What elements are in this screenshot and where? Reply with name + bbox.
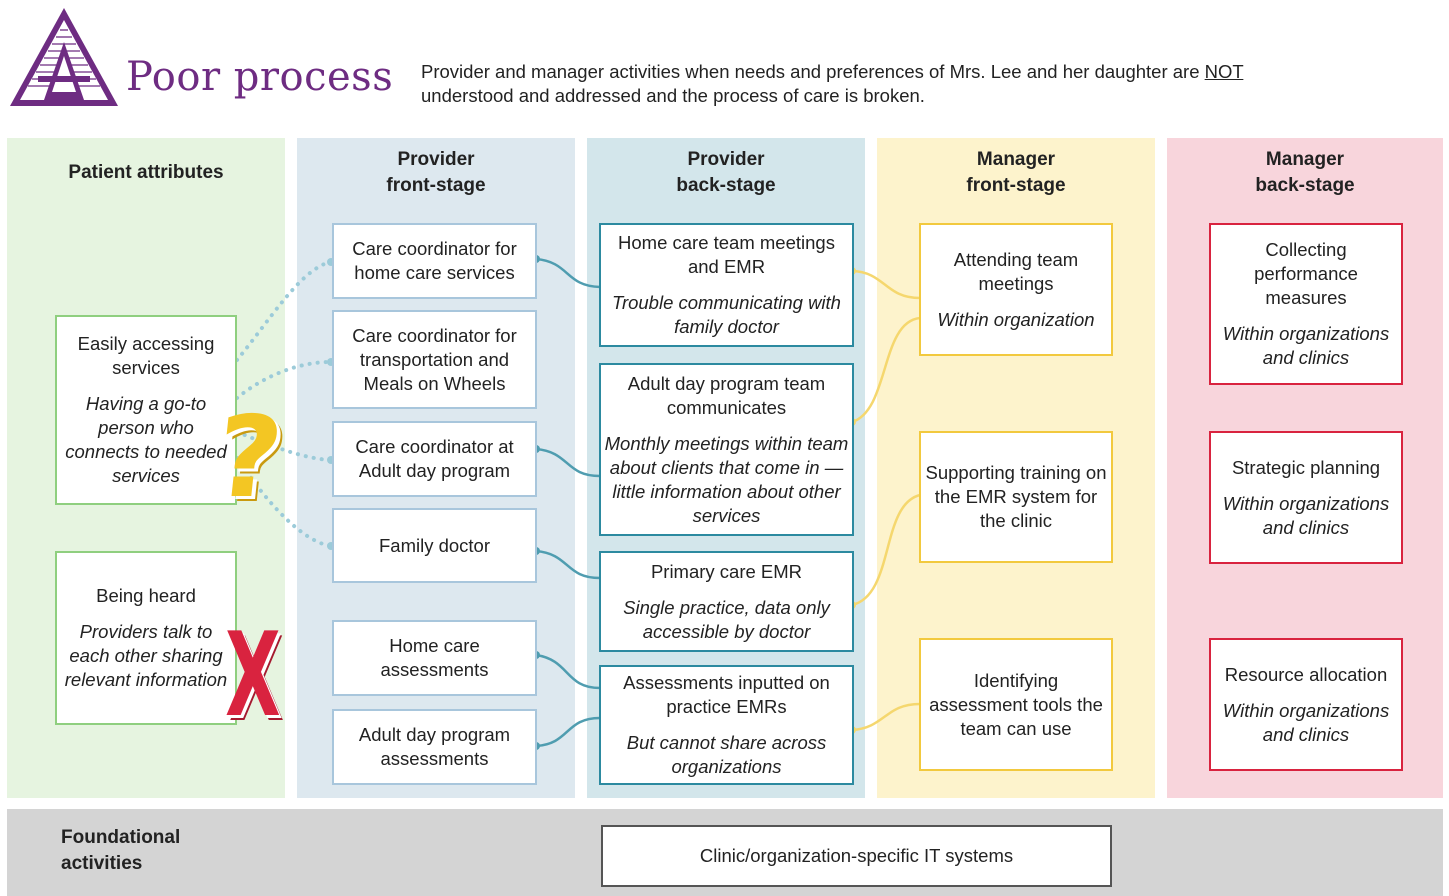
manager-back-strategic-planning: Strategic planning Within organizations … bbox=[1209, 431, 1403, 564]
provider-front-home-care-coordinator: Care coordinator for home care services bbox=[332, 223, 537, 299]
column-title: Patient attributes bbox=[68, 162, 224, 183]
page-description: Provider and manager activities when nee… bbox=[421, 61, 1244, 106]
foundational-it-systems: Clinic/organization-specific IT systems bbox=[601, 825, 1112, 887]
provider-front-family-doctor: Family doctor bbox=[332, 508, 537, 583]
foundational-activities-label: Foundational activities bbox=[61, 827, 181, 874]
manager-front-emr-training: Supporting training on the EMR system fo… bbox=[919, 431, 1113, 563]
patient-attribute-accessing-services: Easily accessing services Having a go-to… bbox=[55, 315, 237, 505]
page-title: Poor process bbox=[126, 54, 394, 100]
manager-front-assessment-tools: Identifying assessment tools the team ca… bbox=[919, 638, 1113, 771]
manager-back-performance-measures: Collecting performance measures Within o… bbox=[1209, 223, 1403, 385]
foundational-activities-band: Foundational activities Clinic/organizat… bbox=[7, 809, 1443, 896]
provider-back-assessments-emr: Assessments inputted on practice EMRs Bu… bbox=[599, 665, 854, 785]
patient-attribute-being-heard: Being heard Providers talk to each other… bbox=[55, 551, 237, 725]
provider-front-adult-day-assessments: Adult day program assessments bbox=[332, 709, 537, 785]
letter-a-logo bbox=[10, 8, 118, 106]
manager-front-attending-meetings: Attending team meetings Within organizat… bbox=[919, 223, 1113, 356]
manager-back-resource-allocation: Resource allocation Within organizations… bbox=[1209, 638, 1403, 771]
provider-front-adult-day-coordinator: Care coordinator at Adult day program bbox=[332, 421, 537, 497]
provider-back-primary-care-emr: Primary care EMR Single practice, data o… bbox=[599, 551, 854, 652]
provider-front-home-care-assessments: Home care assessments bbox=[332, 620, 537, 696]
provider-back-adult-day-team: Adult day program team communicates Mont… bbox=[599, 363, 854, 536]
provider-back-home-care-meetings: Home care team meetings and EMR Trouble … bbox=[599, 223, 854, 347]
not-emphasis: NOT bbox=[1204, 61, 1244, 82]
x-mark-icon: X bbox=[225, 608, 281, 743]
provider-front-transportation-coordinator: Care coordinator for transportation and … bbox=[332, 310, 537, 409]
question-mark-icon: ? bbox=[209, 393, 289, 523]
